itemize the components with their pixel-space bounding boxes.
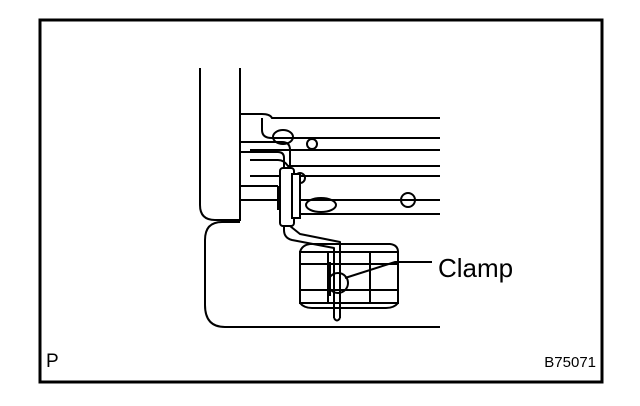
callout-leader — [344, 261, 432, 279]
hose-line — [240, 141, 341, 322]
figure-code: B75071 — [544, 354, 596, 371]
view-letter: P — [46, 351, 59, 372]
upper-body-panel — [199, 68, 241, 221]
clamp-label: Clamp — [438, 253, 514, 283]
clamp-bracket — [299, 243, 399, 309]
lower-body-panel — [204, 221, 440, 328]
clamp-ring — [327, 272, 349, 294]
figure-border — [38, 18, 604, 384]
hose-sleeve — [279, 167, 301, 227]
frame-member — [240, 113, 440, 215]
